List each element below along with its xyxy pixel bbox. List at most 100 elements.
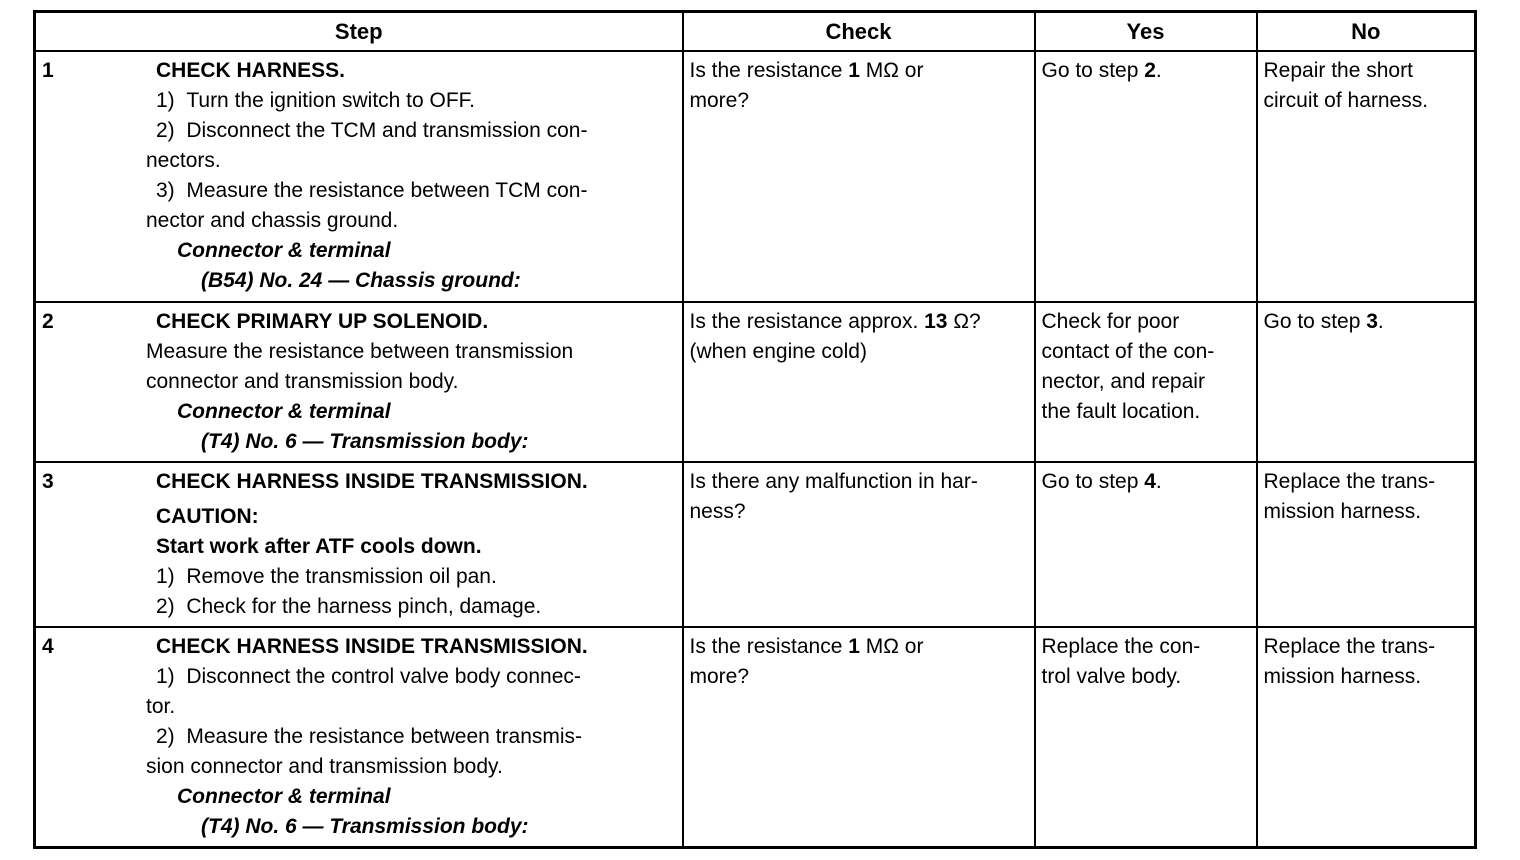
text-segment: nector, and repair [1041, 370, 1205, 393]
text-segment: Connector & terminal [177, 400, 391, 423]
text-segment: CHECK PRIMARY UP SOLENOID. [156, 310, 489, 333]
table-row: 3 CHECK HARNESS INSIDE TRANSMISSION. CAUTI… [33, 461, 1477, 628]
step-instructions: CHECK HARNESS.1) Turn the ignition switc… [146, 56, 676, 296]
text-segment: . [1377, 310, 1384, 333]
step-number: 3 [42, 470, 54, 493]
yes-cell: Go to step 4. [1033, 461, 1258, 628]
text-segment: Go to step [1041, 470, 1145, 493]
text-segment: CHECK HARNESS INSIDE TRANSMISSION. [156, 470, 588, 493]
text-segment: Start work after ATF cools down. [156, 535, 482, 558]
text-segment: Connector & terminal [177, 785, 391, 808]
step-line: 2) Measure the resistance between transm… [146, 722, 676, 752]
text-segment: 13 [924, 310, 948, 333]
diagnostic-table: Step Check Yes No 1 CHECK HARNESS.1) Turn… [33, 10, 1477, 849]
text-segment: mission harness. [1263, 665, 1422, 688]
step-cell-inner: 3 CHECK HARNESS INSIDE TRANSMISSION. CAUTI… [42, 467, 676, 622]
no-line: mission harness. [1264, 497, 1469, 527]
yes-line: trol valve body. [1042, 662, 1250, 692]
header-cell-no: No [1255, 10, 1477, 52]
text-segment: 1) Remove the transmission oil pan. [156, 565, 497, 588]
step-line: nector and chassis ground. [146, 206, 676, 236]
no-cell: Replace the trans-mission harness. [1255, 461, 1477, 628]
text-segment: sion connector and transmission body. [146, 755, 503, 778]
text-segment: (T4) No. 6 — Transmission body: [201, 430, 529, 453]
step-line: CHECK PRIMARY UP SOLENOID. [146, 307, 676, 337]
header-row: Step Check Yes No [33, 10, 1477, 52]
text-segment: trol valve body. [1041, 665, 1182, 688]
text-segment: 2) Disconnect the TCM and transmission c… [156, 119, 588, 142]
step-line: connector and transmission body. [146, 367, 676, 397]
step-line: (T4) No. 6 — Transmission body: [146, 427, 676, 457]
text-segment: 2) Check for the harness pinch, damage. [156, 595, 542, 618]
text-segment: 3) Measure the resistance between TCM co… [156, 179, 588, 202]
text-segment: Replace the trans- [1263, 470, 1436, 493]
text-segment: Replace the con- [1041, 635, 1201, 658]
text-segment: Replace the trans- [1263, 635, 1436, 658]
yes-line: Check for poor [1042, 307, 1250, 337]
check-line: (when engine cold) [690, 337, 1028, 367]
text-segment: Go to step [1041, 59, 1145, 82]
text-segment: Repair the short [1263, 59, 1413, 82]
step-line: 2) Check for the harness pinch, damage. [146, 592, 676, 622]
text-segment: nectors. [146, 149, 221, 172]
step-line: 3) Measure the resistance between TCM co… [146, 176, 676, 206]
no-line: mission harness. [1264, 662, 1469, 692]
check-line: Is the resistance approx. 13 Ω? [690, 307, 1028, 337]
table-header: Step Check Yes No [33, 10, 1477, 52]
step-line: 1) Turn the ignition switch to OFF. [146, 86, 676, 116]
check-line: more? [690, 86, 1028, 116]
check-line: ness? [690, 497, 1028, 527]
yes-line: Replace the con- [1042, 632, 1250, 662]
step-line: nectors. [146, 146, 676, 176]
step-line: tor. [146, 692, 676, 722]
step-line: Connector & terminal [146, 397, 676, 427]
text-segment: nector and chassis ground. [146, 209, 399, 232]
check-line: more? [690, 662, 1028, 692]
no-line: Replace the trans- [1264, 632, 1469, 662]
text-segment: CHECK HARNESS INSIDE TRANSMISSION. [156, 635, 588, 658]
check-cell: Is the resistance approx. 13 Ω?(when eng… [681, 301, 1036, 463]
check-cell: Is there any malfunction in har-ness? [681, 461, 1036, 628]
no-line: Replace the trans- [1264, 467, 1469, 497]
step-line: 1) Disconnect the control valve body con… [146, 662, 676, 692]
text-segment: 1) Turn the ignition switch to OFF. [156, 89, 476, 112]
step-cell: 1 CHECK HARNESS.1) Turn the ignition swit… [33, 50, 684, 303]
text-segment: connector and transmission body. [146, 370, 459, 393]
check-line: Is the resistance 1 MΩ or [690, 56, 1028, 86]
no-cell: Replace the trans-mission harness. [1255, 626, 1477, 849]
header-cell-step: Step [33, 10, 684, 52]
text-segment: . [1155, 59, 1162, 82]
header-cell-yes: Yes [1033, 10, 1258, 52]
table-body: 1 CHECK HARNESS.1) Turn the ignition swit… [33, 50, 1477, 849]
text-segment: Go to step [1263, 310, 1367, 333]
yes-line: contact of the con- [1042, 337, 1250, 367]
text-segment: CAUTION: [156, 505, 259, 528]
step-number: 2 [42, 310, 54, 333]
table-row: 1 CHECK HARNESS.1) Turn the ignition swit… [33, 50, 1477, 303]
step-instructions: CHECK HARNESS INSIDE TRANSMISSION. CAUTIO… [146, 467, 676, 622]
step-line: CHECK HARNESS INSIDE TRANSMISSION. [146, 467, 676, 497]
text-segment: the fault location. [1041, 400, 1201, 423]
text-segment: tor. [146, 695, 176, 718]
yes-cell: Go to step 2. [1033, 50, 1258, 303]
text-segment: 3 [1366, 310, 1378, 333]
text-segment: Is the resistance approx. [689, 310, 925, 333]
step-number: 1 [42, 59, 54, 82]
check-line: Is the resistance 1 MΩ or [690, 632, 1028, 662]
step-cell-inner: 1 CHECK HARNESS.1) Turn the ignition swit… [42, 56, 676, 296]
step-line: (T4) No. 6 — Transmission body: [146, 812, 676, 842]
text-segment: ness? [689, 500, 746, 523]
yes-line: the fault location. [1042, 397, 1250, 427]
text-segment: 2 [1144, 59, 1156, 82]
yes-line: Go to step 2. [1042, 56, 1250, 86]
yes-line: Go to step 4. [1042, 467, 1250, 497]
no-line: Go to step 3. [1264, 307, 1469, 337]
text-segment: (T4) No. 6 — Transmission body: [201, 815, 529, 838]
